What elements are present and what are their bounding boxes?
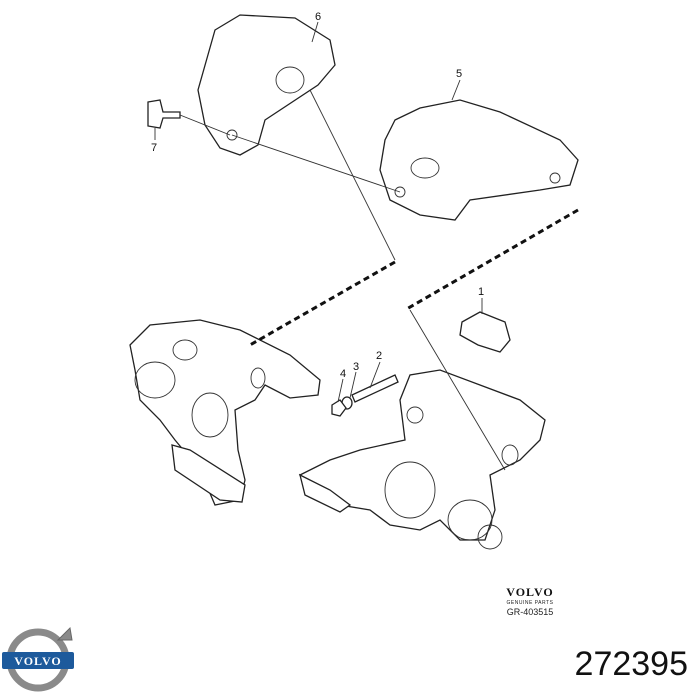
callout-4: 4: [340, 368, 346, 380]
volvo-logo: VOLVO: [2, 626, 74, 692]
right-manifold-assembly: [298, 369, 546, 541]
brand-subtitle: GENUINE PARTS: [506, 600, 554, 606]
diagram-code: GR-403515: [506, 607, 554, 617]
left-manifold-assembly: [129, 319, 321, 506]
callout-7: 7: [151, 142, 157, 154]
callout-1: 1: [478, 286, 484, 298]
heat-shield-6: [197, 14, 336, 156]
callout-3: 3: [353, 361, 359, 373]
brand-name: VOLVO: [506, 585, 554, 599]
callout-5: 5: [456, 68, 462, 80]
heat-shield-5: [379, 99, 579, 221]
gasket-1: [459, 311, 511, 353]
bolt-7: [147, 99, 181, 129]
part-number: 272395: [574, 645, 688, 683]
brand-block: VOLVO GENUINE PARTS GR-403515: [485, 585, 575, 617]
callout-2: 2: [376, 350, 382, 362]
stud-2: [351, 374, 399, 403]
logo-text: VOLVO: [14, 654, 61, 668]
shield-hole: [275, 66, 305, 94]
callout-6: 6: [315, 11, 321, 23]
